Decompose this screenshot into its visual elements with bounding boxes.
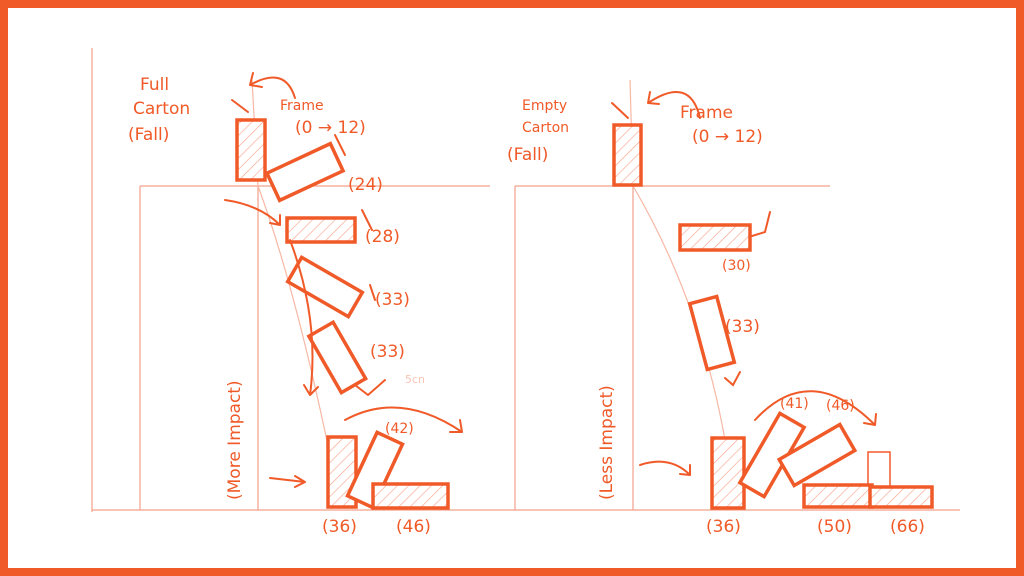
right-trajectory [629,79,726,441]
label-41: (41) [780,396,809,412]
label-46: (46) [826,398,855,414]
left-title-1: Full [140,75,169,95]
faint-note: 5cn [405,373,425,386]
carton-frame-33b [306,319,369,395]
carton-frame-36 [710,436,746,510]
carton-frame-33 [687,294,737,372]
left-frame-range: (0 → 12) [295,118,366,138]
right-title-1: Empty [522,98,567,114]
carton-frame-0 [612,123,643,187]
carton-frame-12 [264,141,346,203]
right-frame-range: (0 → 12) [692,127,763,147]
label-66: (66) [890,517,925,537]
carton-frame-0 [235,118,267,182]
right-title-2: Carton [522,120,569,136]
right-labels: Empty Carton (Fall) Frame (0 → 12) (30) … [507,98,925,537]
label-46: (46) [396,517,431,537]
carton-frame-46 [776,422,858,488]
left-arrows [224,72,463,488]
left-labels: Full Carton (Fall) Frame (0 → 12) (24) (… [128,75,431,537]
label-30: (30) [722,258,751,274]
carton-frame-ghost [867,451,891,488]
label-50: (50) [817,517,852,537]
carton-frame-42 [345,430,405,510]
carton-frame-30 [678,223,752,252]
right-empty-carton [612,123,934,510]
right-title-3: (Fall) [507,145,548,165]
axes [91,48,960,512]
carton-frame-28 [285,216,357,244]
label-42: (42) [385,421,414,437]
label-28: (28) [365,227,400,247]
right-frame-label: Frame [680,103,733,123]
left-frame-label: Frame [280,98,324,114]
left-side-label: (More Impact) [225,380,245,500]
left-title-3: (Fall) [128,125,169,145]
carton-frame-66 [868,485,934,509]
carton-frame-33a [285,254,365,320]
label-36: (36) [322,517,357,537]
label-36: (36) [706,517,741,537]
left-full-carton [235,118,450,510]
right-arrows [611,90,877,476]
label-33: (33) [725,317,760,337]
carton-frame-50 [802,483,874,509]
left-title-2: Carton [133,99,190,119]
label-33b: (33) [370,342,405,362]
label-33a: (33) [375,290,410,310]
right-side-label: (Less Impact) [597,385,617,500]
label-24: (24) [348,175,383,195]
carton-frame-46 [371,482,450,510]
